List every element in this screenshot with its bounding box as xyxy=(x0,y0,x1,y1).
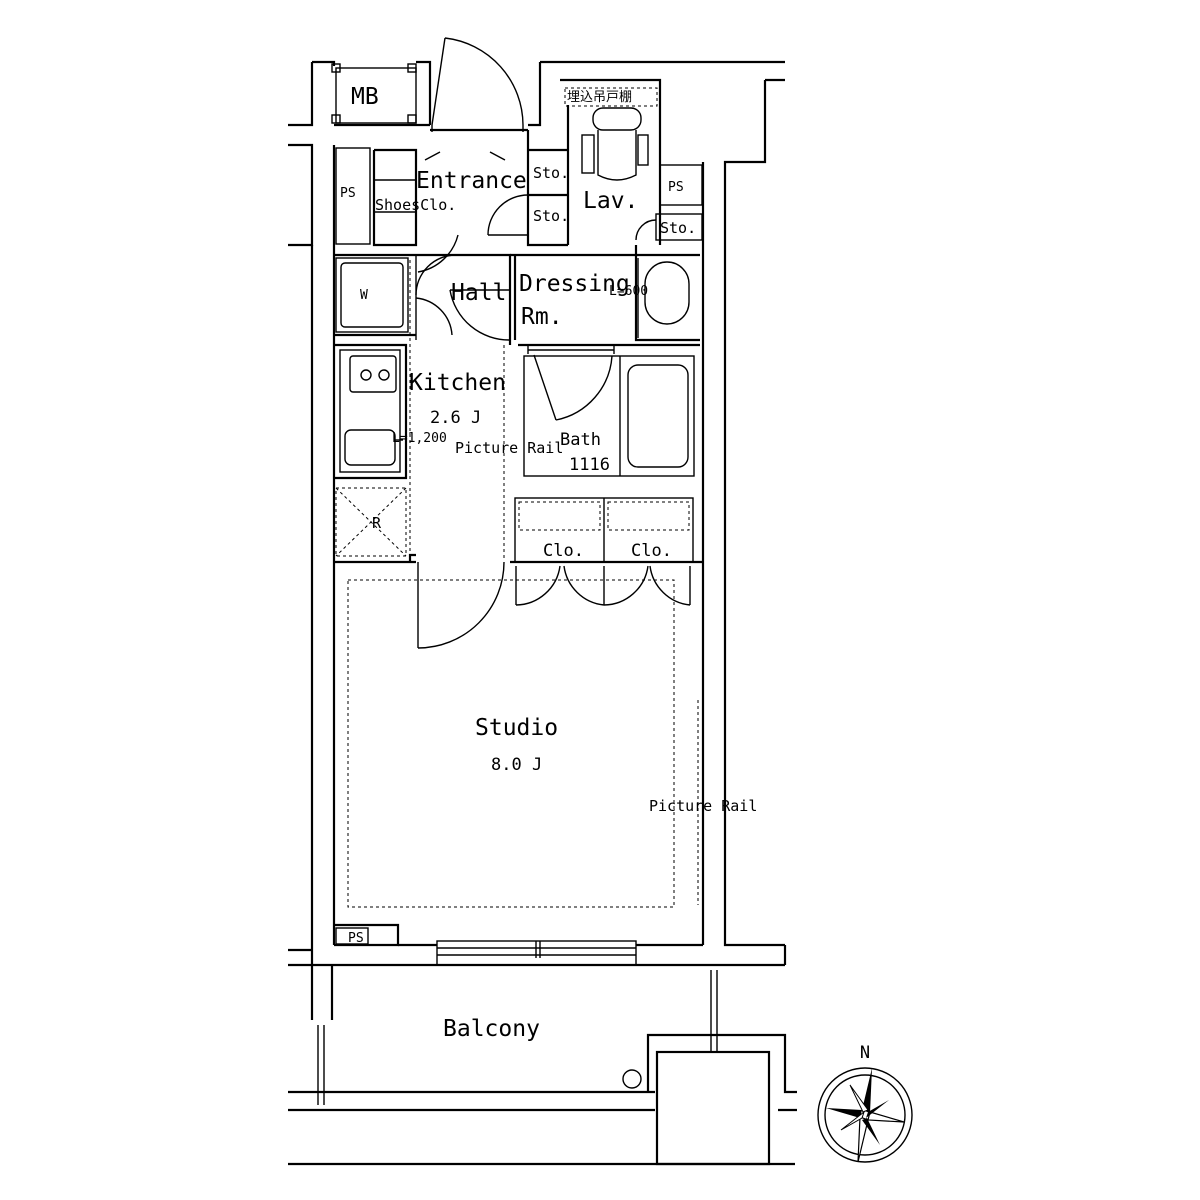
entrance-door xyxy=(431,37,524,132)
bath-label: Bath xyxy=(560,430,601,450)
washer-unit: W xyxy=(335,257,409,333)
fridge-space: R xyxy=(335,487,407,557)
fridge-label: R xyxy=(372,514,382,532)
balcony-window xyxy=(436,940,637,966)
kitchen-counter xyxy=(334,343,408,480)
sto-label-3: Sto. xyxy=(660,219,696,237)
balcony-label: Balcony xyxy=(443,1016,540,1042)
closet-label-1: Clo. xyxy=(543,541,584,561)
ps-top-right-label: PS xyxy=(668,180,684,195)
sto-door-arc xyxy=(487,194,529,236)
picture-rail-label-2: Picture Rail xyxy=(649,797,757,815)
meter-box: MB xyxy=(331,63,417,124)
lav-sink-label: L=600 xyxy=(609,284,648,299)
hall-label: Hall xyxy=(451,280,506,306)
lav-label: Lav. xyxy=(583,188,638,214)
picture-rail-label-1: Picture Rail xyxy=(455,439,563,457)
studio-label: Studio xyxy=(475,715,558,741)
north-label: N xyxy=(860,1043,870,1063)
ps-top-left-label: PS xyxy=(340,186,356,201)
entrance-walls xyxy=(372,78,662,247)
studio-size-label: 8.0 J xyxy=(491,755,542,775)
hall-dressing-walls xyxy=(334,245,700,560)
bath-size-label: 1116 xyxy=(569,455,610,475)
washer-label: W xyxy=(360,288,368,303)
storage-jp-label: 埋込吊戸棚 xyxy=(567,90,632,105)
studio-walls xyxy=(334,553,703,908)
closet-label-2: Clo. xyxy=(631,541,672,561)
dressing-sink xyxy=(637,258,690,338)
balcony-structure xyxy=(288,965,797,1166)
hall-door-arc xyxy=(415,254,457,296)
toilet-fixture xyxy=(581,107,649,181)
dressing-rm-label: Rm. xyxy=(521,304,563,330)
kitchen-label: Kitchen xyxy=(409,370,506,396)
sto-label-2: Sto. xyxy=(533,207,569,225)
kitchen-size-label: 2.6 J xyxy=(430,408,481,428)
north-compass-icon: N xyxy=(817,1043,913,1163)
entrance-label: Entrance xyxy=(416,168,527,194)
bath-unit xyxy=(518,343,700,477)
dressing-label: Dressing xyxy=(519,271,630,297)
sto-label-1: Sto. xyxy=(533,164,569,182)
mb-label: MB xyxy=(351,84,379,110)
sink-length-label: L=1,200 xyxy=(392,431,447,446)
shoes-clo-label: ShoesClo. xyxy=(375,196,456,214)
ps-bottom-label: PS xyxy=(348,931,364,946)
